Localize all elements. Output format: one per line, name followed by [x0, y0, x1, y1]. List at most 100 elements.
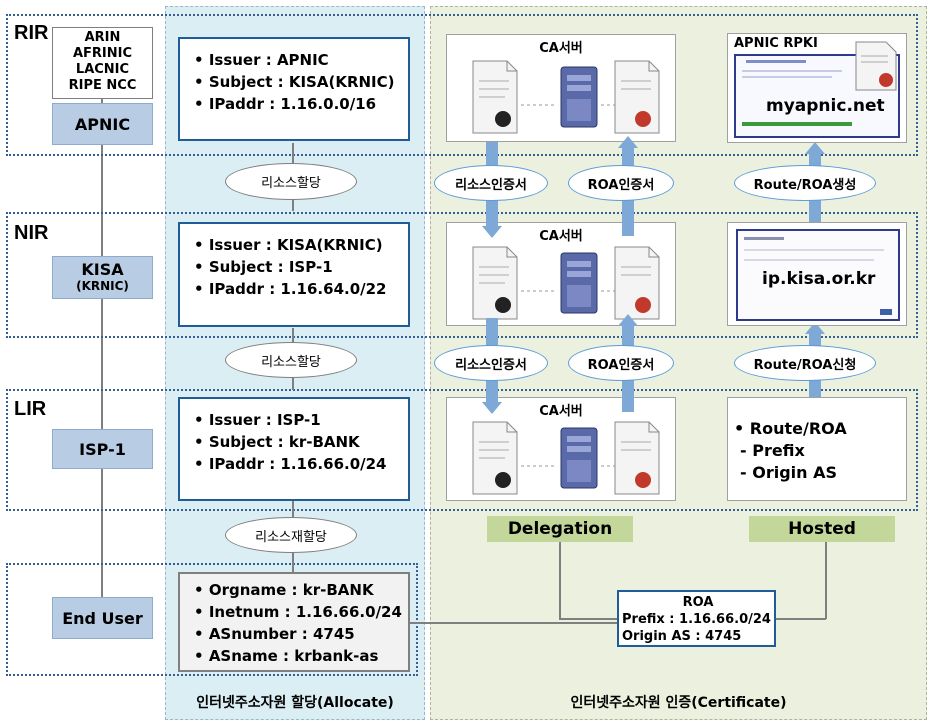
server-icon: [560, 66, 598, 128]
certificate-label: 인터넷주소자원 인증(Certificate): [570, 695, 787, 711]
delegation-connector: [559, 542, 561, 619]
lir-ca-server: CA서버: [446, 397, 676, 501]
certificate-icon: [614, 60, 660, 134]
cert-subject: Subject : kr-BANK: [194, 431, 408, 453]
whois-asnumber: ASnumber : 4745: [194, 623, 408, 645]
rir-cert-box: Issuer : APNIC Subject : KISA(KRNIC) IPa…: [178, 37, 410, 141]
kisa-url: ip.kisa.or.kr: [762, 269, 876, 289]
resource-cert-oval: 리소스인증서: [434, 345, 548, 381]
ca-server-graphic: [472, 60, 660, 134]
screenshot-button: [880, 309, 892, 315]
route-roa-request-oval: Route/ROA신청: [734, 345, 876, 381]
alloc-line: [292, 143, 294, 163]
apnic-box: APNIC: [52, 103, 153, 145]
screenshot-header-line: [746, 60, 806, 63]
end-user-whois-box: Orgname : kr-BANK Inetnum : 1.16.66.0/24…: [178, 572, 410, 672]
apnic-rpki-title: APNIC RPKI: [734, 36, 818, 51]
ca-server-graphic: [472, 246, 660, 320]
kisa-screenshot: ip.kisa.or.kr: [736, 229, 900, 321]
screenshot-text-line: [744, 259, 874, 261]
hierarchy-line: [101, 80, 103, 620]
kisa-box: KISA (KRNIC): [52, 256, 153, 299]
server-icon: [560, 252, 598, 314]
lir-tier: [6, 389, 918, 511]
roa-box: ROA Prefix : 1.16.66.0/24 Origin AS : 47…: [617, 590, 776, 647]
lir-label: LIR: [14, 398, 47, 420]
alloc-line: [292, 376, 294, 390]
myapnic-url: myapnic.net: [766, 96, 885, 116]
rir-tier: [6, 14, 918, 156]
resource-reallocation-oval: 리소스재할당: [225, 517, 357, 553]
delegation-tag: Delegation: [487, 516, 633, 542]
whois-orgname: Orgname : kr-BANK: [194, 579, 408, 601]
certificate-icon: [855, 41, 897, 91]
rir-label: RIR: [14, 22, 49, 44]
screenshot-text-line: [742, 76, 832, 78]
hosted-tag: Hosted: [749, 516, 895, 542]
cert-ipaddr: IPaddr : 1.16.66.0/24: [194, 453, 408, 475]
route-roa-origin: - Origin AS: [740, 463, 837, 482]
certificate-icon: [614, 246, 660, 320]
resource-allocation-oval: 리소스할당: [225, 342, 357, 378]
cert-issuer: Issuer : ISP-1: [194, 409, 408, 431]
isp-box: ISP-1: [52, 429, 153, 469]
roa-cert-oval: ROA인증서: [568, 165, 674, 201]
roa-prefix: Prefix : 1.16.66.0/24: [622, 612, 771, 627]
certificate-icon: [472, 421, 518, 495]
certificate-icon: [472, 60, 518, 134]
hosted-connector: [776, 618, 826, 620]
nir-ca-server: CA서버: [446, 222, 676, 326]
ca-server-title: CA서버: [539, 404, 583, 419]
cert-ipaddr: IPaddr : 1.16.64.0/22: [194, 278, 408, 300]
ca-server-graphic: [472, 421, 660, 495]
roa-title: ROA: [682, 595, 714, 610]
screenshot-text-line: [744, 249, 884, 251]
apnic-rpki-portal: APNIC RPKI myapnic.net: [727, 33, 907, 143]
whois-asname: ASname : krbank-as: [194, 645, 408, 667]
lir-cert-box: Issuer : ISP-1 Subject : kr-BANK IPaddr …: [178, 397, 410, 501]
end-user-label: End User: [62, 608, 143, 628]
rir-list-item: RIPE NCC: [68, 78, 137, 93]
rir-list-item: LACNIC: [75, 62, 130, 77]
screenshot-header-line: [744, 237, 784, 240]
nir-cert-box: Issuer : KISA(KRNIC) Subject : ISP-1 IPa…: [178, 222, 410, 327]
end-user-connector: [410, 622, 617, 624]
apnic-label: APNIC: [74, 114, 131, 134]
roa-cert-oval: ROA인증서: [568, 345, 674, 381]
certificate-icon: [472, 246, 518, 320]
route-roa-prefix: - Prefix: [740, 441, 805, 460]
delegation-connector: [559, 618, 617, 620]
rir-list: ARIN AFRINIC LACNIC RIPE NCC: [52, 27, 153, 99]
resource-allocation-oval: 리소스할당: [225, 163, 357, 200]
isp-label: ISP-1: [79, 439, 126, 459]
route-roa-title: Route/ROA: [734, 418, 906, 440]
rir-list-item: AFRINIC: [72, 46, 133, 61]
screenshot-green-bar: [742, 122, 852, 126]
kisa-sub-label: (KRNIC): [76, 278, 129, 293]
rir-list-item: ARIN: [84, 30, 121, 45]
alloc-line: [292, 328, 294, 342]
whois-inetnum: Inetnum : 1.16.66.0/24: [194, 601, 408, 623]
cert-issuer: Issuer : KISA(KRNIC): [194, 234, 408, 256]
hosted-connector: [825, 542, 827, 619]
kisa-label: KISA: [81, 259, 124, 279]
cert-issuer: Issuer : APNIC: [194, 49, 408, 71]
route-roa-generate-oval: Route/ROA생성: [734, 165, 876, 201]
screenshot-text-line: [742, 70, 842, 72]
end-user-tier: [6, 563, 418, 676]
alloc-line: [292, 552, 294, 572]
roa-origin: Origin AS : 4745: [622, 629, 742, 644]
resource-cert-oval: 리소스인증서: [434, 165, 548, 201]
cert-subject: Subject : ISP-1: [194, 256, 408, 278]
end-user-box: End User: [52, 597, 153, 639]
rir-ca-server: CA서버: [446, 34, 676, 142]
nir-label: NIR: [14, 222, 49, 244]
kisa-portal: ip.kisa.or.kr: [727, 222, 907, 326]
nir-tier: [6, 212, 918, 338]
cert-subject: Subject : KISA(KRNIC): [194, 71, 408, 93]
certificate-icon: [614, 421, 660, 495]
allocate-label: 인터넷주소자원 할당(Allocate): [196, 695, 394, 711]
alloc-line: [292, 199, 294, 211]
ca-server-title: CA서버: [539, 41, 583, 56]
route-roa-box: Route/ROA - Prefix - Origin AS: [727, 397, 907, 501]
